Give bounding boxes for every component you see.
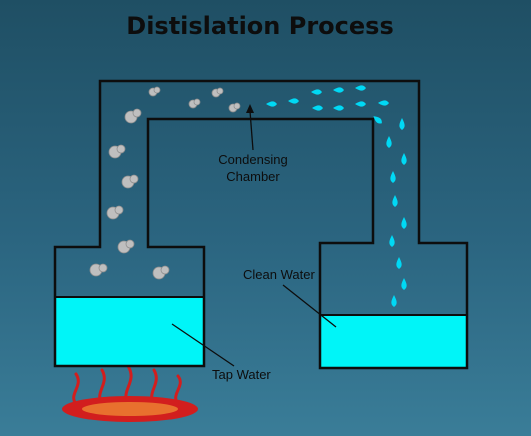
tap-water-fill (55, 297, 204, 366)
clean-water-annotation: Clean Water (243, 267, 337, 328)
clean-water-fill (320, 315, 467, 368)
condensing-label-line2: Chamber (226, 169, 280, 184)
right-flask (320, 314, 467, 368)
condensing-label-line1: Condensing (218, 152, 287, 167)
diagram-title: Distislation Process (126, 12, 393, 40)
tap-water-label: Tap Water (212, 367, 271, 382)
tap-water-annotation: Tap Water (171, 323, 271, 382)
left-flask (55, 296, 204, 366)
clean-water-leader-line (282, 284, 337, 328)
condensing-leader-line (249, 110, 254, 151)
apparatus-outline (53, 79, 469, 370)
burner-inner (82, 402, 178, 416)
condensing-chamber-annotation: Condensing Chamber (218, 104, 288, 184)
vapor-bubble-icon (89, 86, 241, 280)
clean-water-label: Clean Water (243, 267, 315, 282)
tap-water-leader-line (171, 323, 235, 367)
arrow-up-icon (246, 104, 254, 113)
water-drop-icon (266, 85, 407, 307)
burner-flame-icon (62, 364, 198, 422)
